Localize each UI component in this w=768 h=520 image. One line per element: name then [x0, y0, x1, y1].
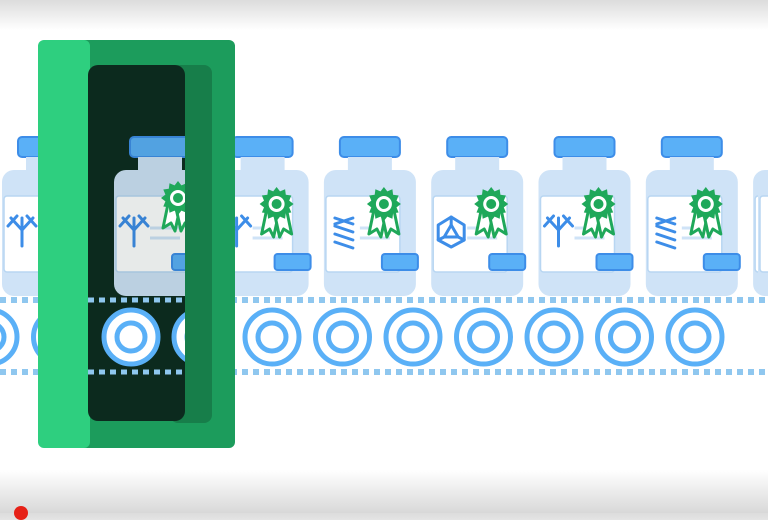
vaccine-vial	[216, 136, 312, 296]
roller	[383, 307, 443, 367]
vaccine-vial	[538, 136, 634, 296]
scanner-front-panel	[38, 40, 90, 448]
roller	[595, 307, 654, 367]
dna-icon	[655, 216, 677, 250]
vial-row	[2, 136, 768, 296]
roller	[242, 307, 302, 367]
vial-cap	[446, 136, 509, 158]
award-badge-icon	[161, 181, 185, 233]
vial-neck	[669, 157, 714, 171]
roller	[313, 307, 372, 367]
vaccine-vial	[323, 136, 419, 296]
vial-neck	[562, 157, 607, 171]
vaccine-vial	[645, 136, 741, 296]
award-badge-icon	[474, 187, 509, 239]
vial-tag	[702, 253, 741, 271]
vial-tag	[273, 253, 312, 271]
antibody-icon	[118, 214, 150, 248]
award-badge-icon	[688, 187, 723, 239]
vial-neck	[455, 157, 500, 171]
roller	[454, 307, 513, 367]
vial-cap	[231, 136, 294, 158]
vial-tag	[380, 253, 419, 271]
scanner-window-contents	[88, 136, 185, 378]
vial-tag	[488, 253, 527, 271]
vial-neck	[347, 157, 392, 171]
vial-neck	[240, 157, 285, 171]
roller	[101, 307, 161, 367]
vial-tag	[595, 253, 634, 271]
vial-cap	[553, 136, 616, 158]
vial-tag	[171, 253, 185, 271]
vial-cap	[338, 136, 401, 158]
award-badge-icon	[366, 187, 401, 239]
antibody-icon	[543, 214, 574, 248]
vaccine-vial	[431, 136, 527, 296]
record-indicator	[14, 506, 28, 520]
vaccine-vial-partial	[758, 170, 768, 296]
roller	[0, 309, 20, 365]
virus-icon	[436, 215, 466, 249]
vial-cap	[660, 136, 723, 158]
award-badge-icon	[581, 187, 616, 239]
vial-cap	[129, 136, 185, 158]
roller	[171, 307, 185, 367]
roller	[665, 307, 725, 367]
vial-neck	[138, 157, 182, 171]
antibody-icon	[221, 214, 253, 248]
antibody-icon	[6, 214, 38, 248]
scanner-gate	[38, 40, 235, 448]
dna-icon	[333, 216, 355, 250]
award-badge-icon	[259, 187, 294, 239]
roller	[524, 307, 584, 367]
